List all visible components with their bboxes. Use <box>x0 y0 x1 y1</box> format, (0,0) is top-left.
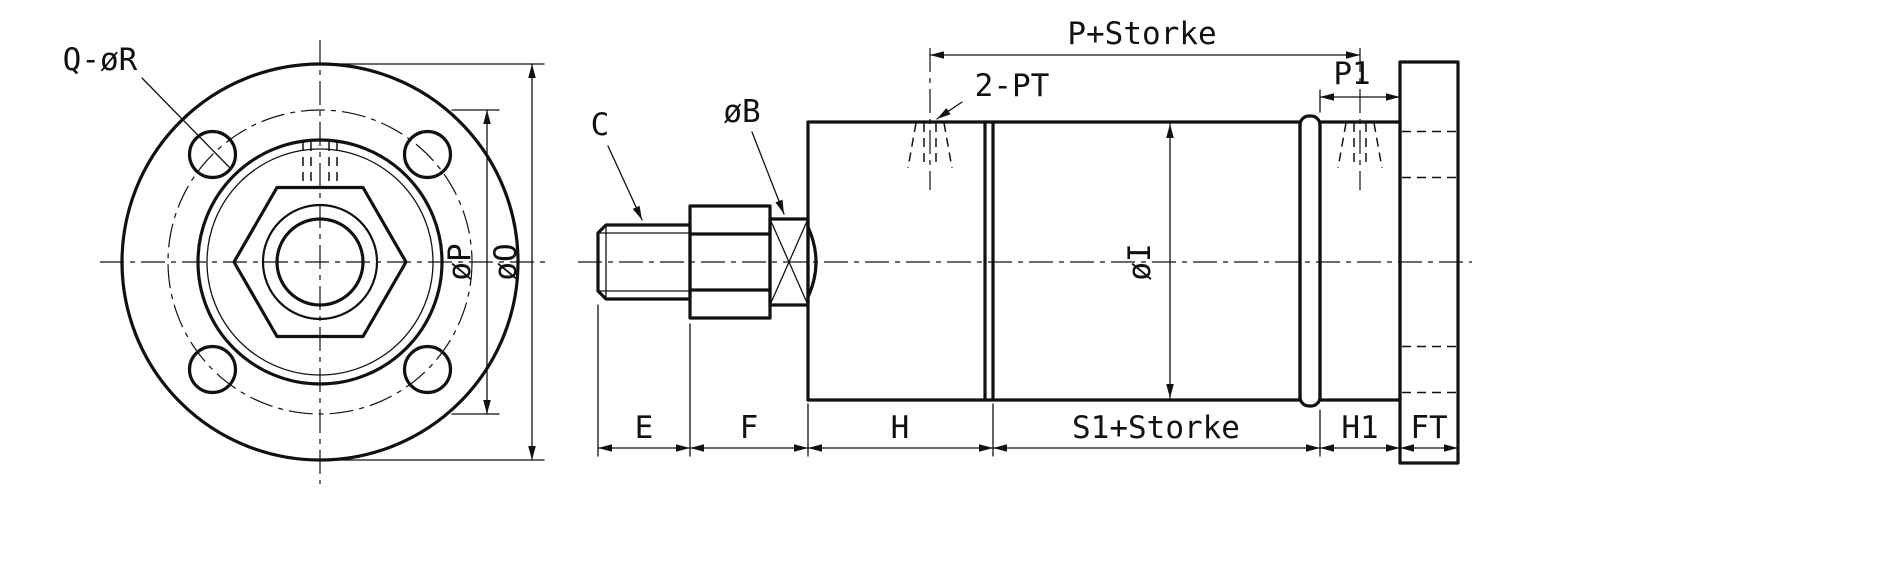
hex-nut-front <box>232 185 408 339</box>
bolt-circle <box>167 109 473 415</box>
rear-flange <box>1398 60 1460 465</box>
outer-dia-label: øO <box>488 243 524 280</box>
dim-h1-label: H1 <box>1341 410 1378 446</box>
dim-p1: P1 <box>1319 56 1401 113</box>
rear-ring <box>1298 114 1322 408</box>
bolt-pattern-leader <box>141 77 231 169</box>
flange-hidden-holes <box>1402 130 1456 394</box>
ports-label: 2-PT <box>975 68 1050 104</box>
ports-callout: 2-PT <box>936 68 1050 120</box>
bolt-hole-bottom-right <box>402 344 453 395</box>
bolt-pattern-label: Q-øR <box>63 42 138 78</box>
tube-outer-circle <box>196 138 444 386</box>
dim-outer-dia: øO <box>329 63 545 461</box>
dim-e-label: E <box>635 410 654 446</box>
bolt-hole-bottom-left <box>187 344 238 395</box>
tube-inner-circle <box>206 148 434 376</box>
side-view: C øB 2-PT P+Storke P1 øI <box>578 16 1472 465</box>
rod-front-circle <box>275 217 365 307</box>
rod-thread-callout: C <box>591 107 643 221</box>
front-view: Q-øR øP øO <box>63 40 548 484</box>
bottom-extension-lines <box>597 304 1321 457</box>
wrench-flats-label: øB <box>723 94 760 130</box>
bolt-hole-top-right <box>402 129 453 180</box>
flange-outer-circle <box>120 62 520 462</box>
dim-bolt-circle-dia: øP <box>442 109 500 415</box>
bottom-dimension-chain: E F H S1+Storke H1 FT <box>597 410 1459 452</box>
dim-p-plus-stroke: P+Storke <box>929 16 1361 59</box>
dim-ft-label: FT <box>1410 410 1447 446</box>
bolt-circle-dia-label: øP <box>442 243 478 280</box>
dim-s1-label: S1+Storke <box>1072 410 1240 446</box>
cylinder-body <box>806 60 1460 465</box>
bolt-hole-top-left <box>187 129 238 180</box>
wrench-flats-callout: øB <box>723 94 785 215</box>
dim-h-label: H <box>891 410 910 446</box>
bolt-pattern-callout: Q-øR <box>63 42 231 169</box>
port-2 <box>1337 48 1383 190</box>
nut-chamfer-circle <box>261 203 379 321</box>
cylinder-tube <box>806 120 1302 402</box>
rod-thread-label: C <box>591 107 610 143</box>
front-port-hidden-lines <box>302 142 338 188</box>
dim-f-label: F <box>740 410 759 446</box>
bore-dia-label: øI <box>1122 243 1158 280</box>
p-plus-stroke-label: P+Storke <box>1067 16 1216 52</box>
port-1 <box>907 48 953 190</box>
p1-label: P1 <box>1333 56 1370 92</box>
dim-bore-dia: øI <box>1122 123 1174 399</box>
rod-nut <box>688 204 772 320</box>
